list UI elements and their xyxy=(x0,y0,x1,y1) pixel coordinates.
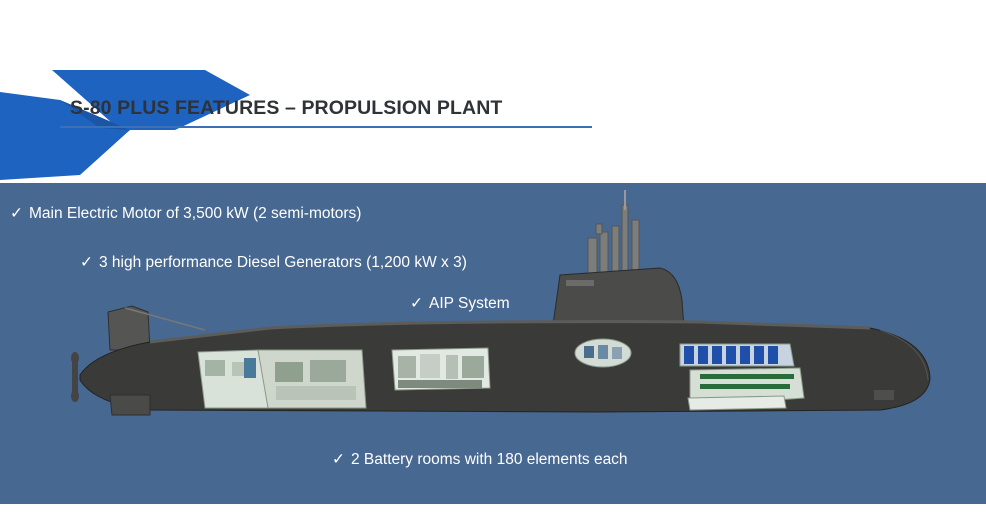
battery-room-cutaway xyxy=(679,343,805,411)
feature-text: AIP System xyxy=(429,295,510,312)
lower-rudder xyxy=(109,394,151,416)
footer-strip xyxy=(0,504,986,532)
title-underline xyxy=(60,126,592,128)
propeller xyxy=(71,352,79,402)
feature-aip-system: ✓ AIP System xyxy=(410,294,510,313)
feature-text: 2 Battery rooms with 180 elements each xyxy=(351,451,628,468)
feature-main-electric-motor: ✓ Main Electric Motor of 3,500 kW (2 semi… xyxy=(10,204,361,223)
upper-rudder xyxy=(107,305,151,351)
feature-battery-rooms: ✓ 2 Battery rooms with 180 elements each xyxy=(332,450,628,469)
motor-room-cutaway xyxy=(197,349,367,409)
aip-room-cutaway xyxy=(391,347,491,391)
feature-text: 3 high performance Diesel Generators (1,… xyxy=(99,254,467,271)
feature-diesel-generators: ✓ 3 high performance Diesel Generators (1… xyxy=(80,253,467,272)
control-room-cutaway xyxy=(574,338,632,368)
check-mark-icon: ✓ xyxy=(410,295,423,312)
feature-text: Main Electric Motor of 3,500 kW (2 semi-… xyxy=(29,205,362,222)
slide-header: S-80 PLUS FEATURES – PROPULSION PLANT xyxy=(0,0,986,183)
check-mark-icon: ✓ xyxy=(332,451,345,468)
check-mark-icon: ✓ xyxy=(80,254,93,271)
mast-group xyxy=(587,190,640,275)
slide-title: S-80 PLUS FEATURES – PROPULSION PLANT xyxy=(70,97,503,119)
check-mark-icon: ✓ xyxy=(10,205,23,222)
brand-logo-icon xyxy=(0,70,250,180)
